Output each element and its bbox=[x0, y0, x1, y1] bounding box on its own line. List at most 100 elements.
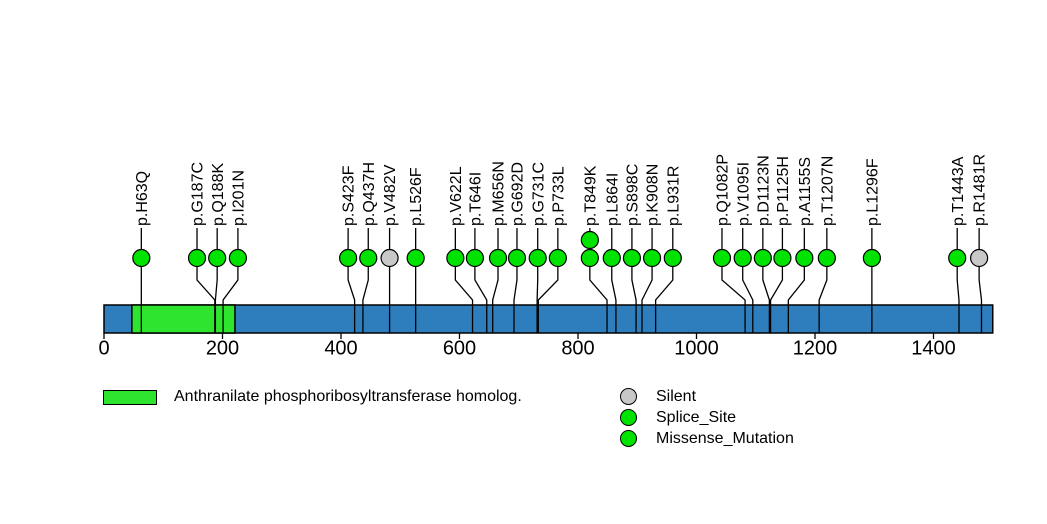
mutation-label: p.G692D bbox=[510, 162, 527, 226]
mutation-label: p.G731C bbox=[530, 162, 547, 226]
mutation-connector bbox=[742, 258, 754, 333]
mutation-label: p.T1443A bbox=[950, 156, 967, 226]
mutation-marker bbox=[406, 248, 425, 268]
domain-legend-label: Anthranilate phosphoribosyltransferase h… bbox=[174, 388, 522, 405]
mutation-marker bbox=[817, 248, 836, 268]
mutation-label: p.L526F bbox=[408, 167, 425, 226]
mutation-marker bbox=[488, 248, 508, 268]
mutation-marker bbox=[548, 248, 567, 268]
mutation-marker bbox=[507, 248, 527, 268]
mutation-label: p.H63Q bbox=[134, 171, 151, 226]
mutation-marker bbox=[132, 248, 151, 268]
mutation-label: p.Q1082P bbox=[715, 154, 732, 226]
mutation-label: p.L931R bbox=[665, 166, 682, 227]
mutation-label: p.D1123N bbox=[755, 155, 772, 226]
legend-item-label: Missense_Mutation bbox=[656, 429, 794, 447]
mutation-marker bbox=[359, 248, 378, 268]
mutation-label: p.G187C bbox=[190, 162, 207, 226]
missense_mutation-legend-marker bbox=[620, 430, 637, 447]
mutation-marker bbox=[580, 230, 599, 250]
mutation-connector bbox=[537, 258, 559, 333]
mutation-marker bbox=[187, 248, 207, 268]
mutation-connector bbox=[978, 258, 983, 333]
mutation-connector bbox=[474, 258, 488, 333]
mutation-marker bbox=[795, 248, 814, 268]
splice_site-legend-marker bbox=[620, 409, 637, 426]
mutation-connector bbox=[214, 258, 218, 333]
mutation-marker bbox=[773, 248, 792, 268]
legend-item-splice_site: Splice_Site bbox=[620, 407, 794, 428]
mutation-marker bbox=[733, 248, 752, 268]
domain-legend: Anthranilate phosphoribosyltransferase h… bbox=[103, 388, 522, 406]
mutation-label: p.S898C bbox=[625, 164, 642, 226]
mutation-marker bbox=[208, 248, 227, 268]
mutation-marker bbox=[642, 248, 662, 268]
axis-tick-label: 200 bbox=[206, 338, 239, 360]
silent-legend-marker bbox=[620, 388, 637, 405]
axis-tick-label: 1200 bbox=[793, 338, 838, 360]
mutation-connector bbox=[513, 258, 518, 333]
mutation-connector bbox=[347, 258, 356, 333]
axis-tick-label: 1400 bbox=[911, 338, 956, 360]
mutation-marker bbox=[602, 248, 621, 268]
mutation-marker bbox=[465, 248, 485, 268]
mutation-marker bbox=[380, 248, 399, 268]
mutation-label: p.L864I bbox=[604, 173, 621, 226]
mutation-marker bbox=[580, 248, 599, 268]
mutation-label: p.Q437H bbox=[361, 162, 378, 226]
mutation-connector bbox=[536, 258, 539, 333]
mutation-label: p.V1095I bbox=[735, 162, 752, 226]
mutation-connector bbox=[769, 258, 784, 333]
axis-tick-label: 400 bbox=[324, 338, 357, 360]
axis-tick-label: 800 bbox=[561, 338, 594, 360]
mutation-connector bbox=[611, 258, 617, 333]
mutation-connector bbox=[454, 258, 474, 333]
mutation-label: p.L1296F bbox=[864, 158, 881, 226]
mutation-marker bbox=[970, 248, 989, 268]
mutation-label: p.P733L bbox=[550, 166, 567, 226]
mutation-connector bbox=[222, 258, 239, 333]
mutation-label: p.V482V bbox=[382, 164, 399, 226]
mutation-connector bbox=[362, 258, 369, 333]
legend-item-label: Splice_Site bbox=[656, 408, 737, 426]
mutation-connector bbox=[956, 258, 960, 333]
mutation-label: p.V622L bbox=[448, 166, 465, 226]
axis-tick-label: 1000 bbox=[674, 338, 719, 360]
mutation-marker bbox=[446, 248, 465, 268]
mutation-marker bbox=[228, 248, 248, 268]
mutation-label: p.T1207N bbox=[819, 156, 836, 226]
domain-rect bbox=[131, 304, 236, 334]
axis-tick-label: 600 bbox=[443, 338, 476, 360]
mutation-connector bbox=[589, 258, 608, 333]
mutation-marker bbox=[712, 248, 732, 268]
mutation-label: p.M656N bbox=[491, 161, 508, 226]
mutation-connector bbox=[787, 258, 805, 333]
legend-item-label: Silent bbox=[656, 387, 697, 405]
mutation-label: p.S423F bbox=[341, 165, 358, 226]
mutation-label: p.I201N bbox=[231, 170, 248, 226]
legend-item-silent: Silent bbox=[620, 386, 794, 407]
axis-tick-label: 0 bbox=[98, 338, 109, 360]
mutation-label: p.T849K bbox=[582, 165, 599, 226]
mutation-marker bbox=[862, 248, 881, 268]
mutation-label: p.A1155S bbox=[797, 157, 814, 226]
mutation-label: p.R1481R bbox=[972, 154, 989, 226]
mutation-connector bbox=[762, 258, 771, 333]
mutation-connector bbox=[818, 258, 828, 333]
mutation-label: p.P1125H bbox=[775, 156, 792, 226]
mutation-label: p.T646I bbox=[468, 172, 485, 226]
mutation-connector bbox=[641, 258, 653, 333]
protein-backbone-bar bbox=[103, 304, 994, 334]
mutation-label: p.Q188K bbox=[210, 163, 227, 226]
mutation-connector bbox=[631, 258, 637, 333]
mutation-connector bbox=[721, 258, 746, 333]
mutation-marker bbox=[339, 248, 358, 268]
mutation-connector bbox=[492, 258, 499, 333]
mutation-marker bbox=[622, 248, 642, 268]
legend-item-missense_mutation: Missense_Mutation bbox=[620, 428, 794, 449]
mutation-label: p.K908N bbox=[645, 164, 662, 226]
domain-swatch bbox=[103, 389, 157, 405]
